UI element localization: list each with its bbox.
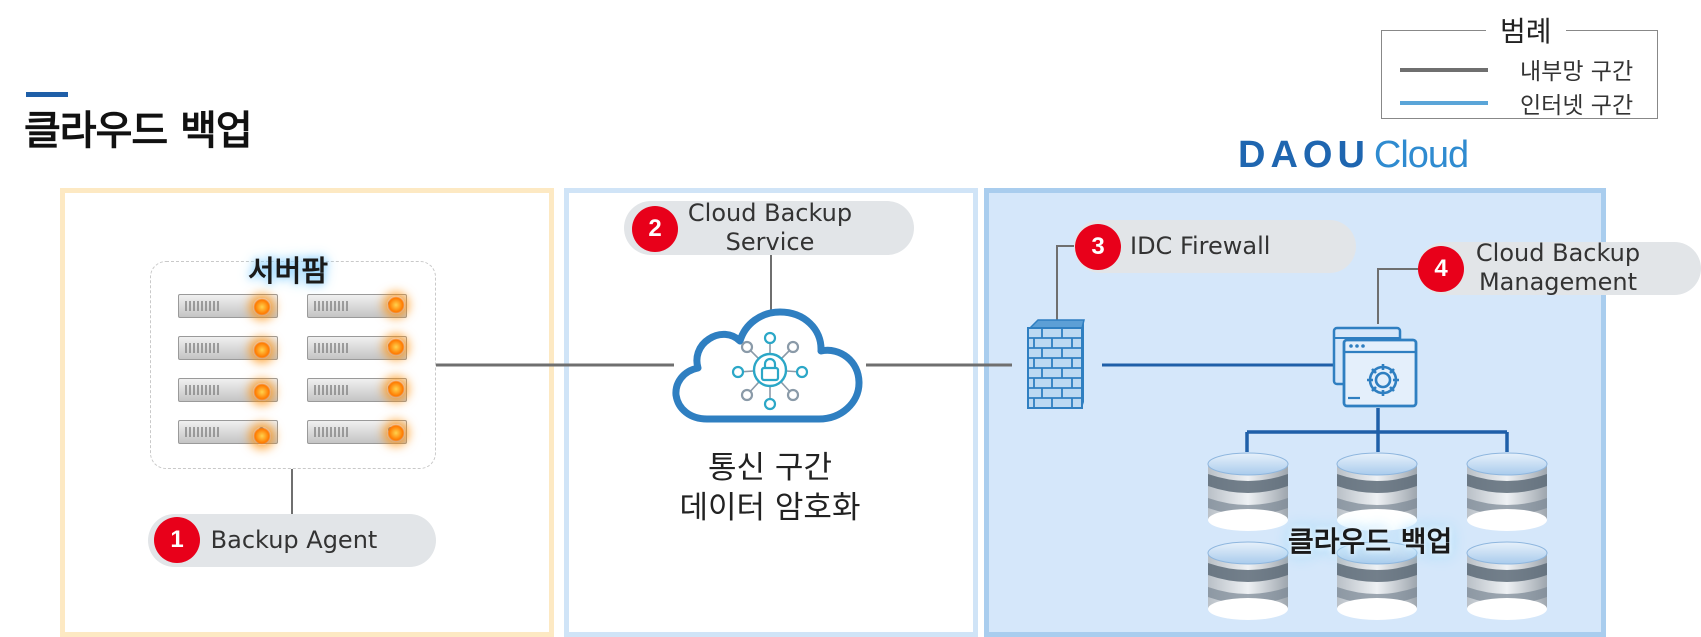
server-status-light: [253, 427, 271, 445]
server-status-light: [253, 383, 271, 401]
legend-title: 범례: [1486, 10, 1566, 50]
step-3-label: IDC Firewall: [1130, 232, 1271, 260]
storage-label: 클라우드 백업: [1288, 525, 1453, 558]
step-3-badge: 3: [1075, 224, 1121, 270]
legend-internet-label: 인터넷 구간: [1520, 93, 1634, 119]
server-status-light: [387, 296, 405, 314]
server-status-light: [253, 298, 271, 316]
step-1-badge: 1: [154, 517, 200, 563]
cloud-caption-line2: 데이터 암호화: [679, 490, 861, 526]
brand-product: Cloud: [1373, 134, 1469, 176]
server-farm-box: [150, 261, 436, 469]
cloud-caption: 통신 구간 데이터 암호화: [620, 448, 920, 528]
title-accent: [26, 92, 68, 97]
database-cylinder: [1466, 452, 1548, 532]
brand-mark: DAOU: [1238, 134, 1370, 176]
storage-tree: [1245, 408, 1509, 452]
cloud-caption-line1: 통신 구간: [708, 450, 832, 486]
database-cylinder: [1466, 541, 1548, 621]
server-status-light: [387, 424, 405, 442]
database-cylinder: [1207, 452, 1289, 532]
server-status-light: [387, 380, 405, 398]
server-status-light: [253, 341, 271, 359]
line-firewall-to-idc: [1056, 245, 1079, 324]
legend-internal-line: [1400, 68, 1488, 72]
server-status-light: [387, 338, 405, 356]
page-title: 클라우드 백업: [24, 108, 253, 154]
legend-internal-label: 내부망 구간: [1520, 59, 1634, 85]
database-cylinder: [1207, 541, 1289, 621]
management-console-icon: [1332, 326, 1418, 408]
step-1-label: Backup Agent: [210, 526, 378, 554]
step-2-badge: 2: [632, 206, 678, 252]
step-4-cloud-backup-management: [1418, 242, 1701, 295]
step-3-idc-firewall: [1074, 220, 1356, 273]
server-unit: [178, 336, 278, 360]
step-4-label: Cloud Backup Management: [1475, 239, 1641, 296]
firewall-icon: [1027, 319, 1085, 409]
server-farm-label: 서버팜: [248, 254, 329, 288]
secure-cloud-icon: [672, 308, 863, 423]
step-2-label: Cloud Backup Service: [687, 199, 853, 256]
legend-internet-line: [1400, 101, 1488, 105]
line-management-to-label: [1377, 268, 1421, 324]
step-4-badge: 4: [1418, 246, 1464, 292]
